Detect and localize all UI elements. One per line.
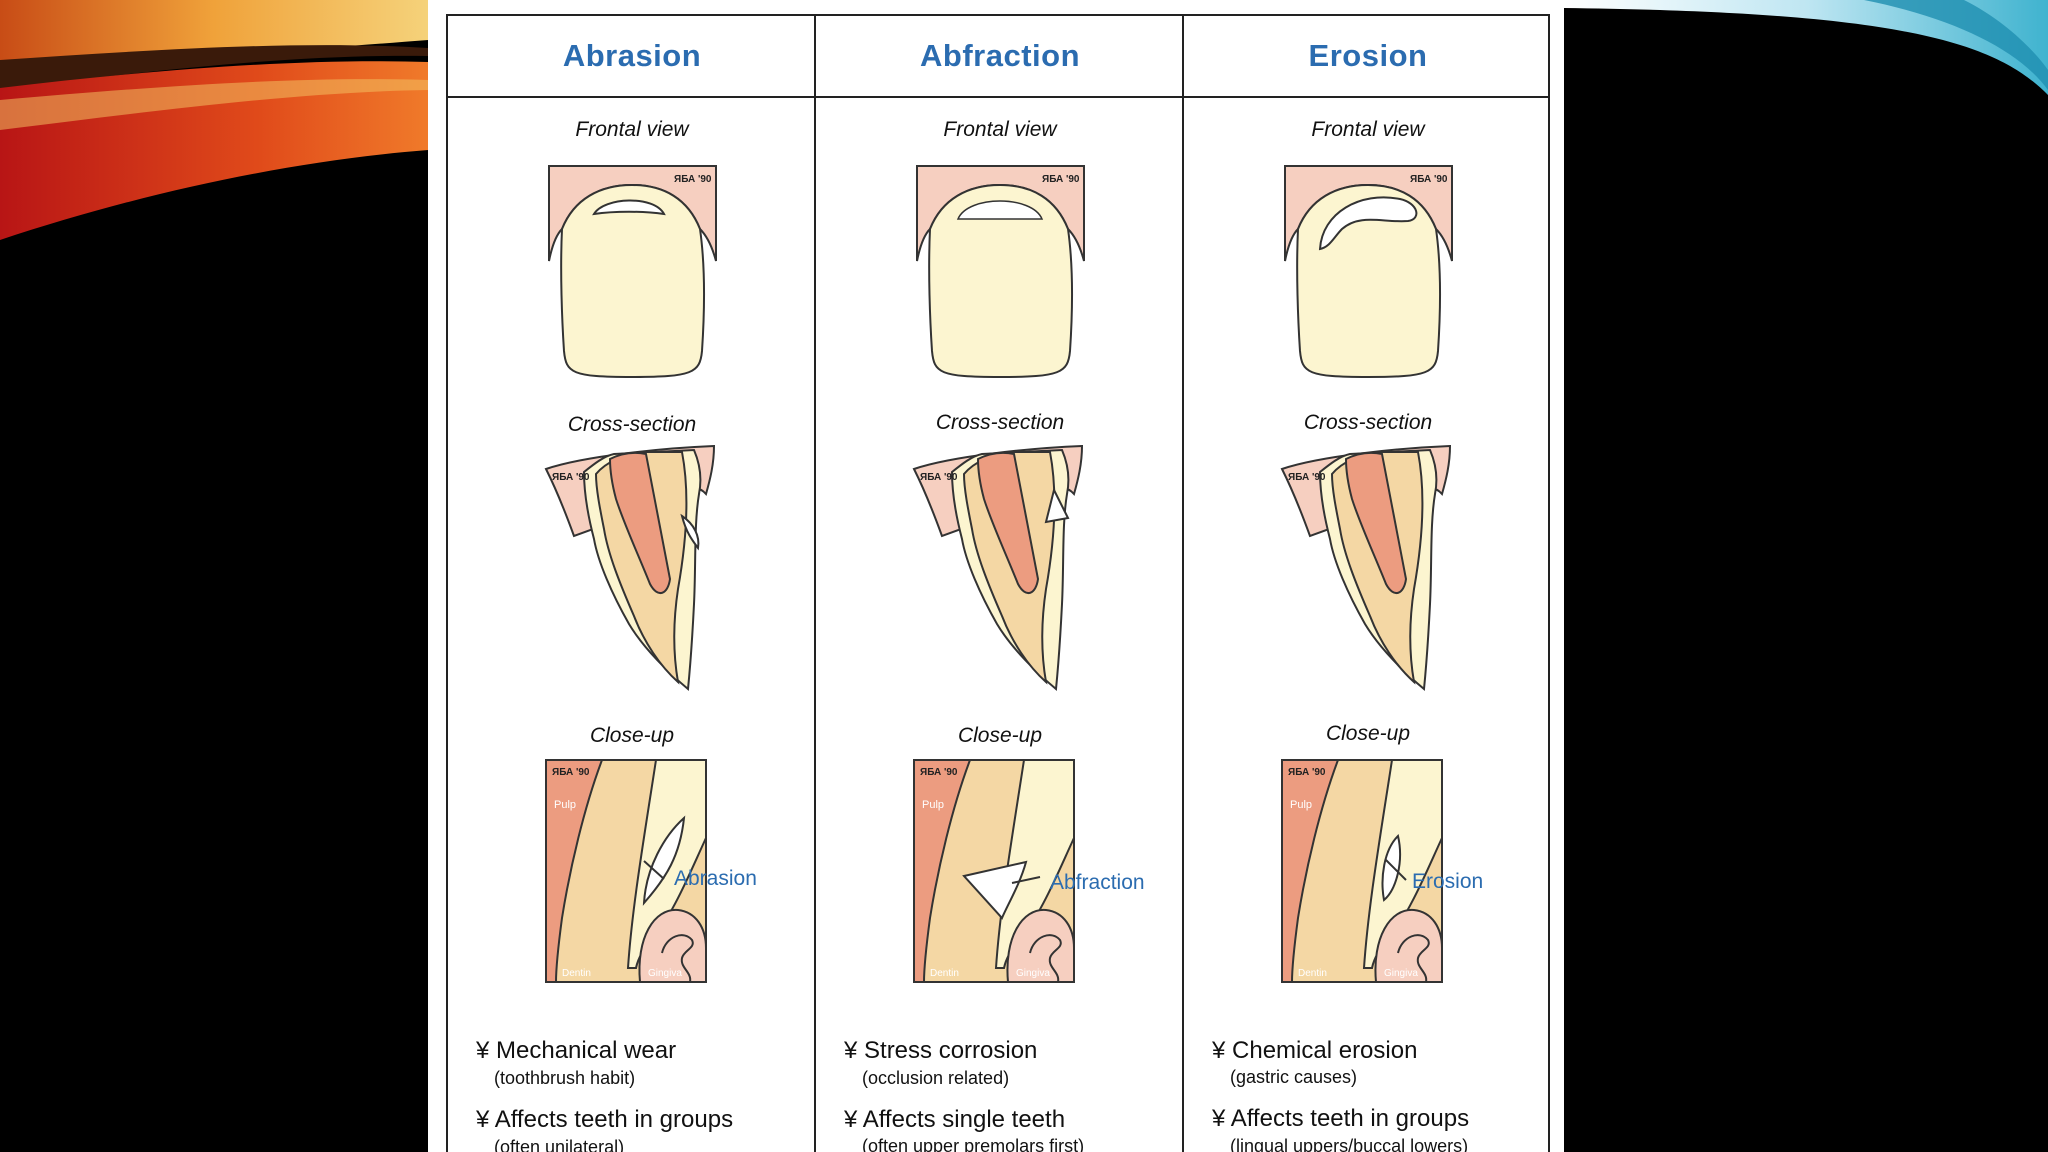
frontal-view-figure: ЯБА '90: [548, 165, 717, 379]
close-up-caption: Close-up: [1325, 722, 1411, 745]
bullet-sub: (often upper premolars first): [862, 1136, 1085, 1152]
column-title: Abfraction: [920, 38, 1080, 73]
cross-section-figure: ЯБА '90: [1280, 444, 1452, 691]
close-up-leader: Erosion: [1385, 859, 1483, 893]
bullet-main: ¥ Chemical erosion: [1212, 1037, 1418, 1064]
decorative-swoosh-left: [0, 0, 428, 260]
dentin-label: Dentin: [930, 968, 959, 979]
pulp-label: Pulp: [1290, 799, 1312, 811]
bullet-main: ¥ Affects teeth in groups: [476, 1106, 734, 1133]
pulp-label: Pulp: [922, 799, 944, 811]
column-divider: [814, 16, 816, 1152]
column-divider: [1182, 16, 1184, 1152]
cross-section-figure: ЯБА '90: [912, 444, 1084, 691]
column-abfraction: Abfraction Frontal view ЯБА '90 Cross-se…: [816, 16, 1184, 1152]
frontal-view-figure: ЯБА '90: [1284, 165, 1453, 379]
frontal-view-caption: Frontal view: [1311, 118, 1425, 141]
bullet-sub: (occlusion related): [862, 1068, 1010, 1088]
pulp-label: Pulp: [554, 799, 576, 811]
close-up-figure: ЯБА '90 Pulp Dentin Gingiva: [545, 759, 707, 983]
cross-section-caption: Cross-section: [935, 411, 1065, 434]
frontal-view-figure: ЯБА '90: [916, 165, 1085, 379]
gingiva-label: Gingiva: [648, 968, 682, 979]
close-up-figure: ЯБА '90 Pulp Dentin Gingiva: [913, 759, 1075, 983]
figure-tag: ЯБА '90: [920, 472, 958, 483]
column-title: Abrasion: [562, 38, 702, 73]
column-abrasion: Abrasion Frontal view ЯБА '90 Cross-sect…: [448, 16, 816, 1152]
header-divider: [448, 96, 1548, 98]
gingiva-label: Gingiva: [1384, 968, 1418, 979]
gingiva-label: Gingiva: [1016, 968, 1050, 979]
close-up-caption: Close-up: [957, 724, 1043, 747]
figure-tag: ЯБА '90: [674, 174, 712, 185]
cross-section-caption: Cross-section: [1303, 411, 1433, 434]
column-erosion: Erosion Frontal view ЯБА '90 Cross-secti…: [1184, 16, 1552, 1152]
bullet-main: ¥ Mechanical wear: [476, 1037, 677, 1064]
figure-tag: ЯБА '90: [1288, 767, 1326, 778]
column-title: Erosion: [1308, 38, 1428, 73]
dentin-label: Dentin: [562, 968, 591, 979]
comparison-table: Abrasion Frontal view ЯБА '90 Cross-sect…: [446, 14, 1550, 1152]
dentin-label: Dentin: [1298, 968, 1327, 979]
bullet-sub: (lingual uppers/buccal lowers): [1230, 1136, 1469, 1152]
figure-tag: ЯБА '90: [1410, 174, 1448, 185]
frontal-view-caption: Frontal view: [943, 118, 1057, 141]
figure-tag: ЯБА '90: [552, 767, 590, 778]
cross-section-figure: ЯБА '90: [544, 444, 716, 691]
figure-tag: ЯБА '90: [920, 767, 958, 778]
bullet-main: ¥ Stress corrosion: [844, 1037, 1038, 1064]
slide: Abrasion Frontal view ЯБА '90 Cross-sect…: [428, 0, 1564, 1152]
bullet-sub: (toothbrush habit): [494, 1068, 636, 1088]
close-up-label: Erosion: [1412, 870, 1483, 893]
bullet-sub: (gastric causes): [1230, 1067, 1358, 1087]
close-up-leader: Abrasion: [643, 860, 757, 890]
figure-tag: ЯБА '90: [1288, 472, 1326, 483]
close-up-figure: ЯБА '90 Pulp Dentin Gingiva: [1281, 759, 1443, 983]
close-up-leader: Abfraction: [1011, 871, 1145, 894]
bullet-main: ¥ Affects teeth in groups: [1212, 1105, 1470, 1132]
decorative-swoosh-right: [1564, 0, 2048, 110]
close-up-caption: Close-up: [589, 724, 675, 747]
close-up-label: Abfraction: [1050, 871, 1145, 894]
figure-tag: ЯБА '90: [552, 472, 590, 483]
figure-tag: ЯБА '90: [1042, 174, 1080, 185]
frontal-view-caption: Frontal view: [575, 118, 689, 141]
bullet-sub: (often unilateral): [494, 1137, 625, 1152]
cross-section-caption: Cross-section: [567, 413, 697, 436]
close-up-label: Abrasion: [674, 867, 757, 890]
bullet-main: ¥ Affects single teeth: [844, 1106, 1066, 1133]
